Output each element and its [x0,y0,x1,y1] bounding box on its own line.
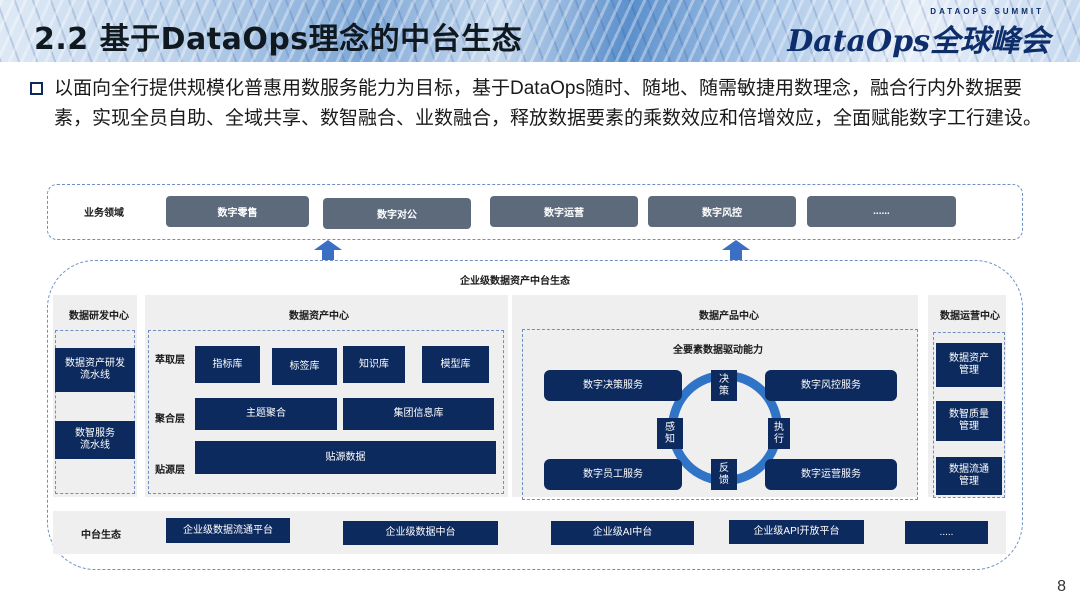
extract-item-tag: 标签库 [272,348,337,385]
middle-eco-label: 中台生态 [81,530,121,541]
platform-data: 企业级数据中台 [343,521,498,545]
platform-circulation: 企业级数据流通平台 [166,518,290,543]
up-arrow-icon [314,240,342,260]
asset-center-title: 数据资产中心 [289,311,349,322]
bullet-square-icon [30,82,43,95]
ops-center-title: 数据运营中心 [940,311,1000,322]
extract-item-indicator: 指标库 [195,346,260,383]
service-risk: 数字风控服务 [765,370,897,401]
ops-item-circulation: 数据流通 管理 [936,457,1002,495]
biz-item-more: ...... [807,196,956,227]
up-arrow-icon [722,240,750,260]
business-domain-frame [47,184,1023,240]
platform-more: ..... [905,521,988,544]
product-center-title: 数据产品中心 [699,311,759,322]
source-item-data: 贴源数据 [195,441,496,474]
service-employee: 数字员工服务 [544,459,682,490]
platform-ai: 企业级AI中台 [551,521,694,545]
rd-center-panel [53,295,137,497]
cycle-execute: 执 行 [768,418,790,449]
ops-item-asset: 数据资产 管理 [936,343,1002,387]
logo: DataOps全球峰会 [787,24,1050,59]
cycle-feedback: 反 馈 [711,459,737,490]
biz-item-operation: 数字运营 [490,196,638,227]
service-decision: 数字决策服务 [544,370,682,401]
ecosystem-frame [47,260,1023,570]
header-banner: 2.2 基于DataOps理念的中台生态 DATAOPS SUMMIT Data… [0,0,1080,62]
aggregate-item-group: 集团信息库 [343,398,494,430]
extract-item-knowledge: 知识库 [343,346,405,383]
platform-api: 企业级API开放平台 [729,520,864,544]
ecosystem-title: 企业级数据资产中台生态 [460,276,570,287]
asset-center-frame [148,330,504,494]
page-title: 2.2 基于DataOps理念的中台生态 [34,22,523,57]
rd-center-title: 数据研发中心 [69,311,129,322]
layer-aggregate-label: 聚合层 [155,414,185,425]
product-center-subtitle: 全要素数据驱动能力 [673,345,763,356]
cycle-perceive: 感 知 [657,418,683,449]
layer-source-label: 贴源层 [155,465,185,476]
biz-item-retail: 数字零售 [166,196,309,227]
rd-center-frame [55,330,135,494]
page-number: 8 [1057,578,1066,595]
biz-item-risk: 数字风控 [648,196,796,227]
ops-center-frame [933,332,1005,498]
product-center-frame [522,329,918,500]
business-domain-label: 业务领域 [84,208,124,219]
layer-extract-label: 萃取层 [155,355,185,366]
rd-pipeline-asset: 数据资产研发 流水线 [55,348,135,392]
logo-summit-text: DATAOPS SUMMIT [930,7,1044,16]
ops-item-quality: 数智质量 管理 [936,401,1002,441]
cycle-decision: 决 策 [711,370,737,401]
rd-pipeline-intelligence: 数智服务 流水线 [55,421,135,459]
aggregate-item-theme: 主题聚合 [195,398,337,430]
extract-item-model: 模型库 [422,346,489,383]
biz-item-corporate: 数字对公 [323,198,471,229]
service-operation: 数字运营服务 [765,459,897,490]
intro-paragraph: 以面向全行提供规模化普惠用数服务能力为目标，基于DataOps随时、随地、随需敏… [54,78,1043,129]
